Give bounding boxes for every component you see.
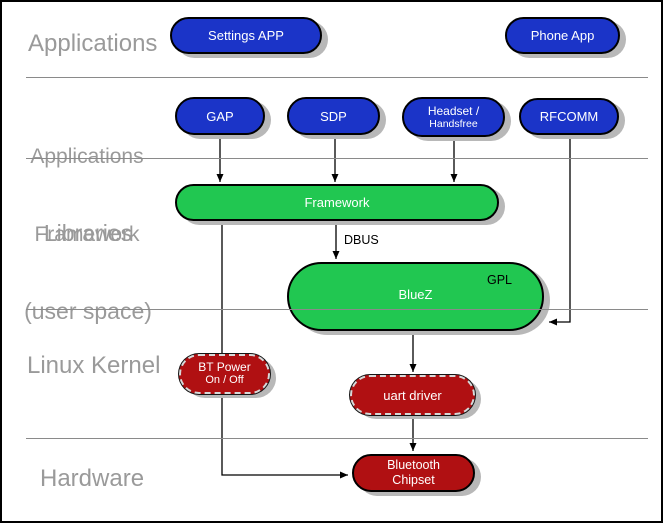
edge-rfcomm-bluez — [549, 136, 571, 326]
node-label-line1: BT Power — [198, 360, 251, 374]
node-uart-driver: uart driver — [350, 375, 475, 415]
node-gap: GAP — [175, 97, 265, 135]
node-label: BlueZ — [398, 287, 433, 302]
layer-label-libraries: Libraries (user space) — [4, 168, 172, 376]
node-label-line1: Bluetooth — [387, 458, 440, 472]
node-bluez: GPL BlueZ — [287, 262, 544, 331]
node-rfcomm: RFCOMM — [519, 98, 619, 135]
node-label: Framework — [304, 195, 370, 210]
layer-label-applications: Applications — [28, 30, 158, 57]
layer-label-linux-kernel: Linux Kernel — [27, 352, 161, 379]
dbus-edge-label: DBUS — [344, 233, 379, 247]
edge-framework-chipset — [221, 222, 348, 479]
layer-divider-3 — [26, 309, 648, 310]
node-bt-power: BT Power On / Off — [179, 354, 270, 394]
gpl-badge: GPL — [486, 273, 512, 287]
node-framework: Framework — [175, 184, 499, 221]
layer-divider-4 — [26, 438, 648, 439]
node-sdp: SDP — [287, 97, 380, 135]
node-phone-app: Phone App — [505, 17, 620, 54]
node-label-line1: Headset / — [427, 103, 480, 118]
node-label: SDP — [320, 108, 347, 124]
layer-label-line: Libraries — [43, 220, 133, 246]
node-settings-app: Settings APP — [170, 17, 322, 54]
layer-label-applications-framework: Applications Framework — [8, 92, 166, 300]
node-label-line2: Chipset — [392, 473, 435, 487]
layer-label-line: Applications — [30, 145, 144, 168]
node-label: Settings APP — [208, 28, 284, 43]
node-label: Phone App — [530, 28, 595, 43]
layer-divider-1 — [26, 77, 648, 78]
node-label-line2: On / Off — [205, 374, 244, 386]
node-bluetooth-chipset: Bluetooth Chipset — [352, 454, 475, 492]
node-label: GAP — [206, 108, 234, 124]
layer-label-line: Framework — [34, 223, 140, 246]
node-label-line2: Handsfree — [429, 117, 478, 130]
layer-label-hardware: Hardware — [40, 465, 145, 492]
node-label: uart driver — [383, 387, 442, 403]
node-headset-handsfree: Headset / Handsfree — [402, 97, 505, 137]
layer-label-line: (user space) — [24, 298, 152, 324]
node-label: RFCOMM — [539, 109, 599, 124]
layer-divider-2 — [26, 158, 648, 159]
